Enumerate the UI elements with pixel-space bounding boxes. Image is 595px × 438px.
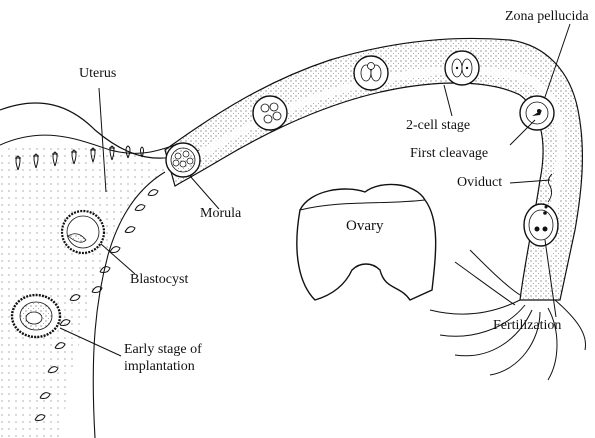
- implanting-embryo: [12, 295, 60, 337]
- label-ovary: Ovary: [346, 218, 384, 234]
- label-blastocyst: Blastocyst: [130, 272, 188, 288]
- label-fertilization: Fertilization: [493, 318, 561, 334]
- four-cell-embryo: [354, 56, 388, 90]
- label-early-implantation-line1: Early stage of: [124, 342, 202, 358]
- uterus-stippled-region: [0, 143, 165, 438]
- label-2-cell-stage: 2-cell stage: [406, 118, 470, 134]
- eight-cell-embryo: [253, 96, 287, 130]
- ovary-shape: [297, 184, 436, 300]
- label-uterus: Uterus: [79, 66, 116, 82]
- blastocyst: [62, 211, 104, 253]
- label-first-cleavage: First cleavage: [410, 146, 488, 162]
- first-cleavage-zygote: [520, 96, 554, 130]
- label-morula: Morula: [200, 206, 241, 222]
- label-zona-pellucida: Zona pellucida: [505, 9, 589, 25]
- morula-cell: [166, 143, 200, 177]
- label-oviduct: Oviduct: [457, 175, 502, 191]
- two-cell-embryo: [445, 51, 479, 85]
- label-early-implantation-line2: implantation: [124, 359, 195, 375]
